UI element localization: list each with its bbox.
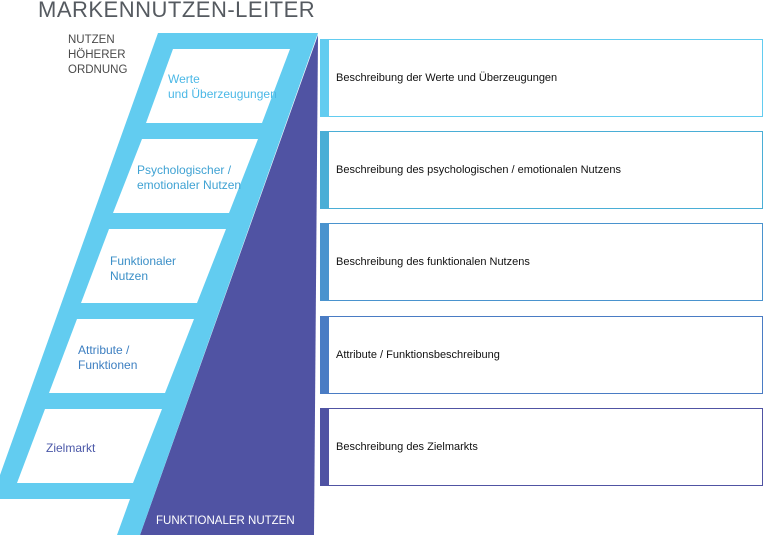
description-text: Beschreibung des psychologischen / emoti… xyxy=(336,164,621,176)
rung-label-line: Funktionen xyxy=(78,358,138,372)
description-accent-stripe xyxy=(321,224,329,300)
rung-label-line: Werte xyxy=(168,72,200,86)
rung-label-line: Psychologischer / xyxy=(137,163,232,177)
rung-label-attributes: Attribute / Funktionen xyxy=(78,343,137,373)
ladder-rung xyxy=(0,499,130,535)
rung-label-line: Nutzen xyxy=(110,269,149,283)
ladder-rung xyxy=(49,319,194,393)
higher-order-label-line: ORDNUNG xyxy=(68,64,128,76)
ladder-rung xyxy=(113,139,258,213)
description-accent-stripe xyxy=(321,40,329,116)
rung-label-line: Attribute / xyxy=(78,343,130,357)
ladder-rung xyxy=(81,229,226,303)
description-text: Beschreibung der Werte und Überzeugungen xyxy=(336,72,558,84)
functional-benefit-label: FUNKTIONALER NUTZEN xyxy=(156,515,295,527)
benefit-triangle xyxy=(140,35,318,535)
page-title: MARKENNUTZEN-LEITER xyxy=(38,0,316,22)
higher-order-label-line: HÖHERER xyxy=(68,49,126,61)
description-text: Beschreibung des Zielmarkts xyxy=(336,441,478,453)
description-box-target-market: Beschreibung des Zielmarkts xyxy=(320,408,763,486)
rung-label-functional: Funktionaler Nutzen xyxy=(110,254,176,284)
ladder-rung xyxy=(146,49,290,123)
higher-order-benefit-label: NUTZEN HÖHERER ORDNUNG xyxy=(68,33,127,78)
description-accent-stripe xyxy=(321,317,329,393)
description-accent-stripe xyxy=(321,409,329,485)
higher-order-label-line: NUTZEN xyxy=(68,34,115,46)
rung-label-line: und Überzeugungen xyxy=(168,87,277,101)
rung-label-line: emotionaler Nutzen xyxy=(137,178,242,192)
rung-label-emotional: Psychologischer / emotionaler Nutzen xyxy=(137,163,241,193)
description-box-functional: Beschreibung des funktionalen Nutzens xyxy=(320,223,763,301)
description-box-values: Beschreibung der Werte und Überzeugungen xyxy=(320,39,763,117)
description-text: Beschreibung des funktionalen Nutzens xyxy=(336,256,530,268)
rung-label-line: Zielmarkt xyxy=(46,441,96,455)
description-text: Attribute / Funktionsbeschreibung xyxy=(336,349,500,361)
rung-label-values: Werte und Überzeugungen xyxy=(168,72,277,102)
rung-label-target-market: Zielmarkt xyxy=(46,441,95,456)
description-box-emotional: Beschreibung des psychologischen / emoti… xyxy=(320,131,763,209)
rung-label-line: Funktionaler xyxy=(110,254,177,268)
ladder-rung xyxy=(17,409,162,483)
description-accent-stripe xyxy=(321,132,329,208)
description-box-attributes: Attribute / Funktionsbeschreibung xyxy=(320,316,763,394)
